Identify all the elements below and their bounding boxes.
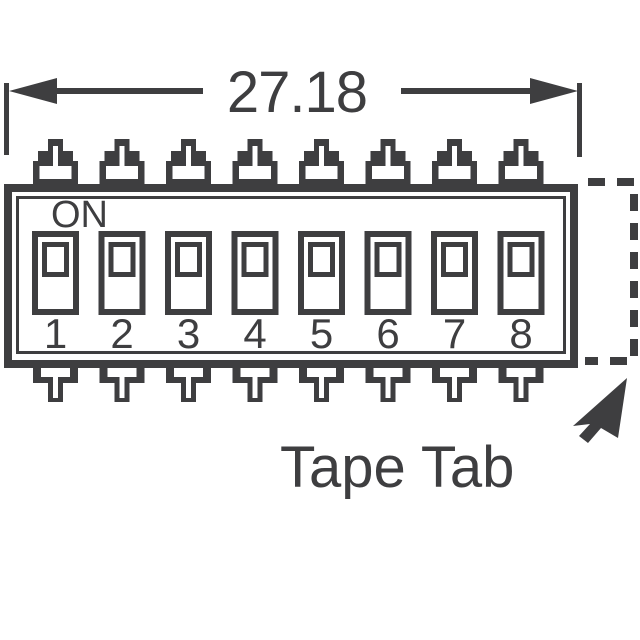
- dimension-line-right-segment: [401, 88, 531, 94]
- switch-3: 3: [165, 231, 212, 357]
- bottom-pins: [33, 368, 544, 402]
- bottom-pin-6: [365, 368, 411, 402]
- switch-7: 7: [431, 231, 478, 357]
- body-inner-outline: [16, 196, 566, 354]
- switch-8-number: 8: [509, 310, 532, 357]
- switch-4: 4: [231, 231, 279, 357]
- switch-4-number: 4: [243, 310, 266, 357]
- top-pins: [33, 139, 544, 184]
- switch-5: 5: [298, 231, 345, 357]
- switch-2-number: 2: [110, 310, 133, 357]
- top-pin-5: [299, 139, 344, 184]
- top-pin-8: [498, 139, 544, 184]
- switch-6-actuator: [374, 242, 402, 277]
- top-pin-4: [232, 139, 278, 184]
- switch-6-number: 6: [376, 310, 399, 357]
- switch-8: 8: [497, 231, 545, 357]
- switch-5-number: 5: [310, 310, 333, 357]
- dimension-callout: 27.18: [4, 60, 582, 157]
- switch-body: ON: [4, 184, 578, 368]
- switch-3-actuator: [175, 242, 202, 277]
- switch-7-actuator: [441, 242, 468, 277]
- dimension-extension-line-left: [4, 83, 9, 155]
- switch-2-actuator: [108, 242, 136, 277]
- on-label: ON: [51, 194, 108, 236]
- dimension-value: 27.18: [227, 60, 367, 125]
- top-pin-2: [99, 139, 145, 184]
- tape-tab-pointer-arrow-icon: [573, 378, 627, 443]
- tape-tab-label: Tape Tab: [280, 435, 514, 500]
- switch-1-number: 1: [44, 310, 67, 357]
- switch-2: 2: [98, 231, 146, 357]
- tape-tab-dashed-outline: [585, 178, 638, 365]
- dimension-extension-line-right: [577, 83, 582, 157]
- bottom-pin-8: [498, 368, 544, 402]
- bottom-pin-2: [99, 368, 145, 402]
- switch-6: 6: [364, 231, 412, 357]
- switch-1: 1: [32, 231, 79, 357]
- dimension-arrowhead-right-icon: [530, 78, 578, 104]
- switch-3-number: 3: [177, 310, 200, 357]
- switch-5-actuator: [308, 242, 335, 277]
- bottom-pin-3: [166, 368, 211, 402]
- tape-tab-annotation: Tape Tab: [280, 178, 638, 500]
- bottom-pin-4: [232, 368, 278, 402]
- bottom-pin-5: [299, 368, 344, 402]
- switch-row: 1 2 3 4 5 6 7: [32, 231, 545, 357]
- dimension-arrowhead-left-icon: [9, 78, 57, 104]
- top-pin-3: [166, 139, 211, 184]
- switch-7-number: 7: [443, 310, 466, 357]
- bottom-pin-1: [33, 368, 78, 402]
- top-pin-1: [33, 139, 78, 184]
- switch-8-actuator: [507, 242, 535, 277]
- switch-1-actuator: [42, 242, 69, 277]
- switch-4-actuator: [241, 242, 269, 277]
- dimension-line-left-segment: [55, 88, 203, 94]
- top-pin-6: [365, 139, 411, 184]
- bottom-pin-7: [432, 368, 477, 402]
- top-pin-7: [432, 139, 477, 184]
